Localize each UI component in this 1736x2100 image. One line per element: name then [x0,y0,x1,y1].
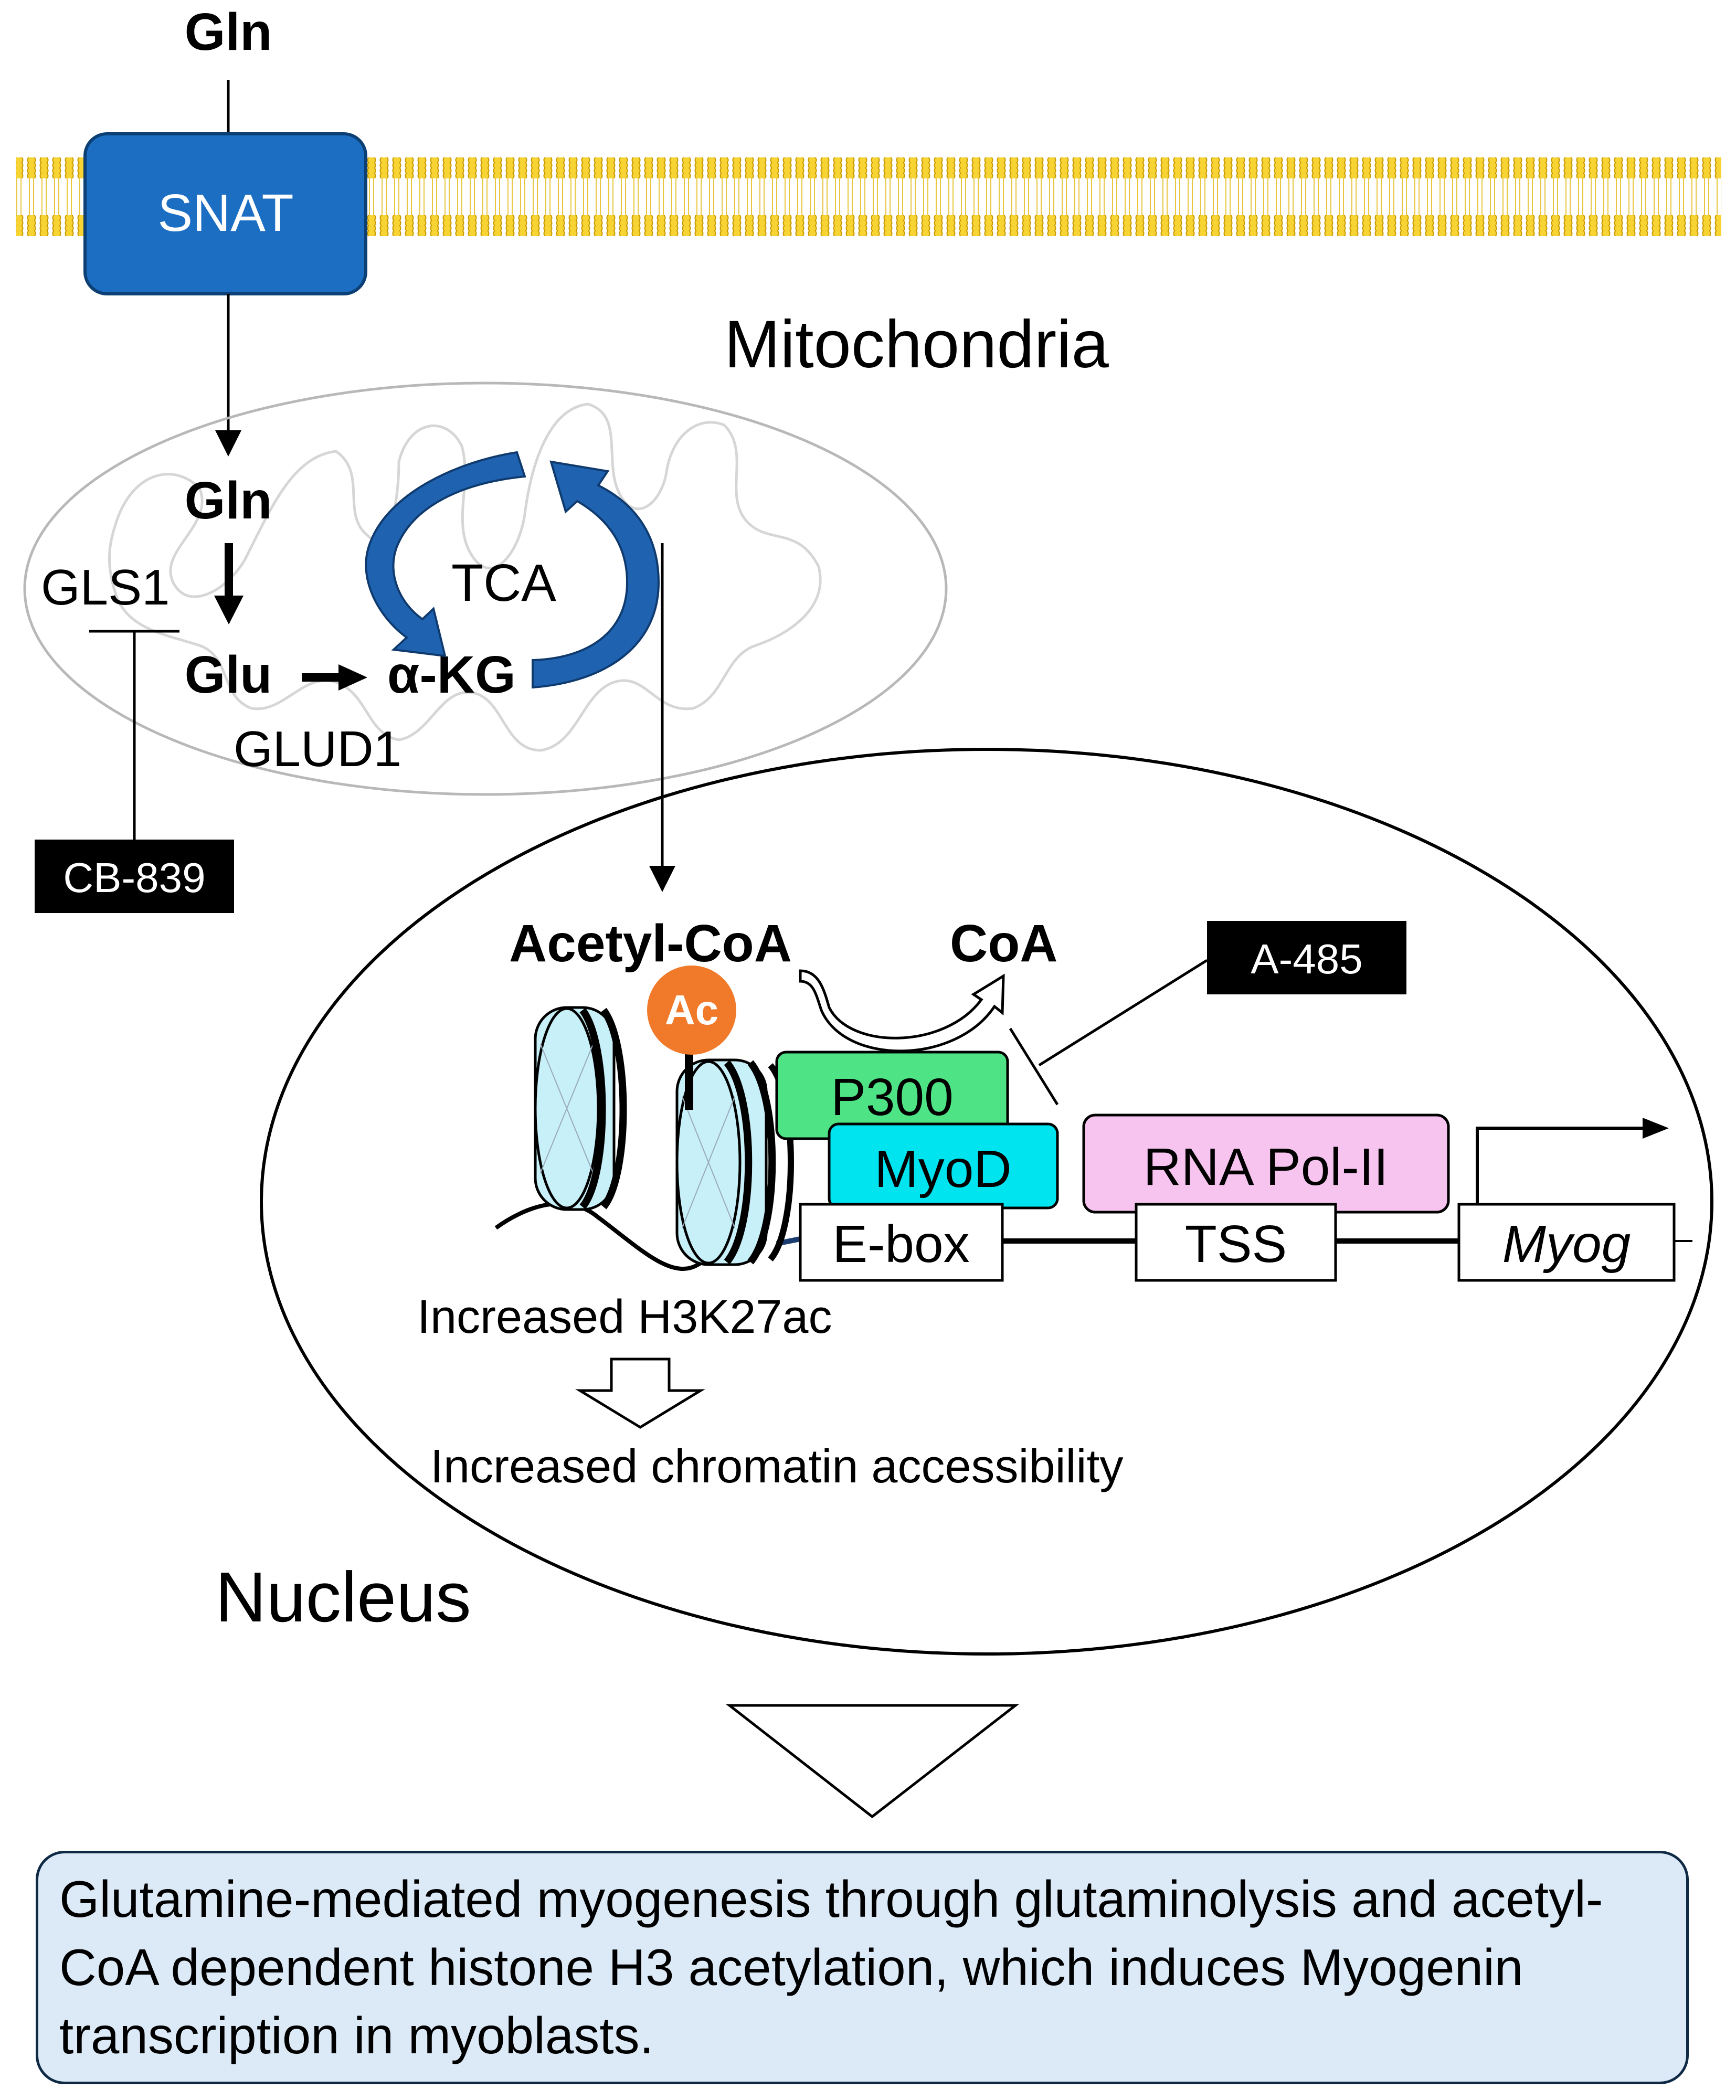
mitochondrion [23,381,948,796]
tca-cycle-arrow-right [532,460,660,689]
summary-text: Glutamine-mediated myogenesis through gl… [59,1870,1603,2064]
p300-label: P300 [831,1068,954,1127]
gln-top-label: Gln [185,3,272,61]
tss-label: TSS [1185,1215,1287,1274]
rna-pol-label: RNA Pol-II [1144,1138,1389,1196]
a485-box: A-485 [1207,921,1406,994]
a485-label: A-485 [1251,936,1362,982]
glud1-label: GLUD1 [234,721,401,777]
rna-pol-box: RNA Pol-II [1082,1113,1450,1214]
acetylcoa-label: Acetyl-CoA [509,914,792,973]
cb839-inhibition-line [89,630,179,840]
a485-inhibition-line [1009,959,1208,1106]
tca-label: TCA [451,554,556,612]
ebox-label: E-box [832,1215,969,1274]
nucleosome-right [675,1058,794,1266]
transcription-arrow [1476,1118,1669,1204]
tss-box: TSS [1135,1203,1337,1282]
h3k27ac-to-chromatin-arrow [575,1357,705,1429]
gls1-label: GLS1 [41,559,170,616]
myod-label: MyoD [874,1140,1011,1199]
mitochondria-label: Mitochondria [724,307,1109,382]
myog-box: Myog [1457,1203,1676,1282]
tca-cycle-arrow-left [365,451,526,657]
akg-label: α-KG [387,645,516,704]
myog-label: Myog [1502,1215,1631,1274]
snat-transporter: SNAT [83,132,367,295]
nucleus [260,748,1713,1656]
ebox-box: E-box [799,1203,1004,1282]
nucleosome-left [534,1006,627,1211]
result-triangle [725,1704,1020,1819]
acetyl-mark: Ac [647,966,736,1055]
ac-label: Ac [665,987,718,1033]
chromatin-label: Increased chromatin accessibility [430,1440,1124,1493]
cb839-box: CB-839 [35,840,234,913]
coa-label: CoA [950,914,1058,973]
p300-box: P300 [775,1051,1009,1140]
snat-label: SNAT [157,184,293,242]
gln-mito-label: Gln [185,471,272,530]
glu-to-akg-arrow [302,664,367,691]
nucleus-label: Nucleus [215,1557,471,1637]
cb839-label: CB-839 [63,854,205,901]
gln-to-glu-arrow [214,543,244,624]
h3k27ac-label: Increased H3K27ac [417,1291,832,1343]
acetylcoa-to-coa-arrow [799,969,1005,1053]
glu-label: Glu [185,645,272,704]
summary-box: Glutamine-mediated myogenesis through gl… [36,1851,1689,2084]
myod-box: MyoD [828,1122,1059,1210]
